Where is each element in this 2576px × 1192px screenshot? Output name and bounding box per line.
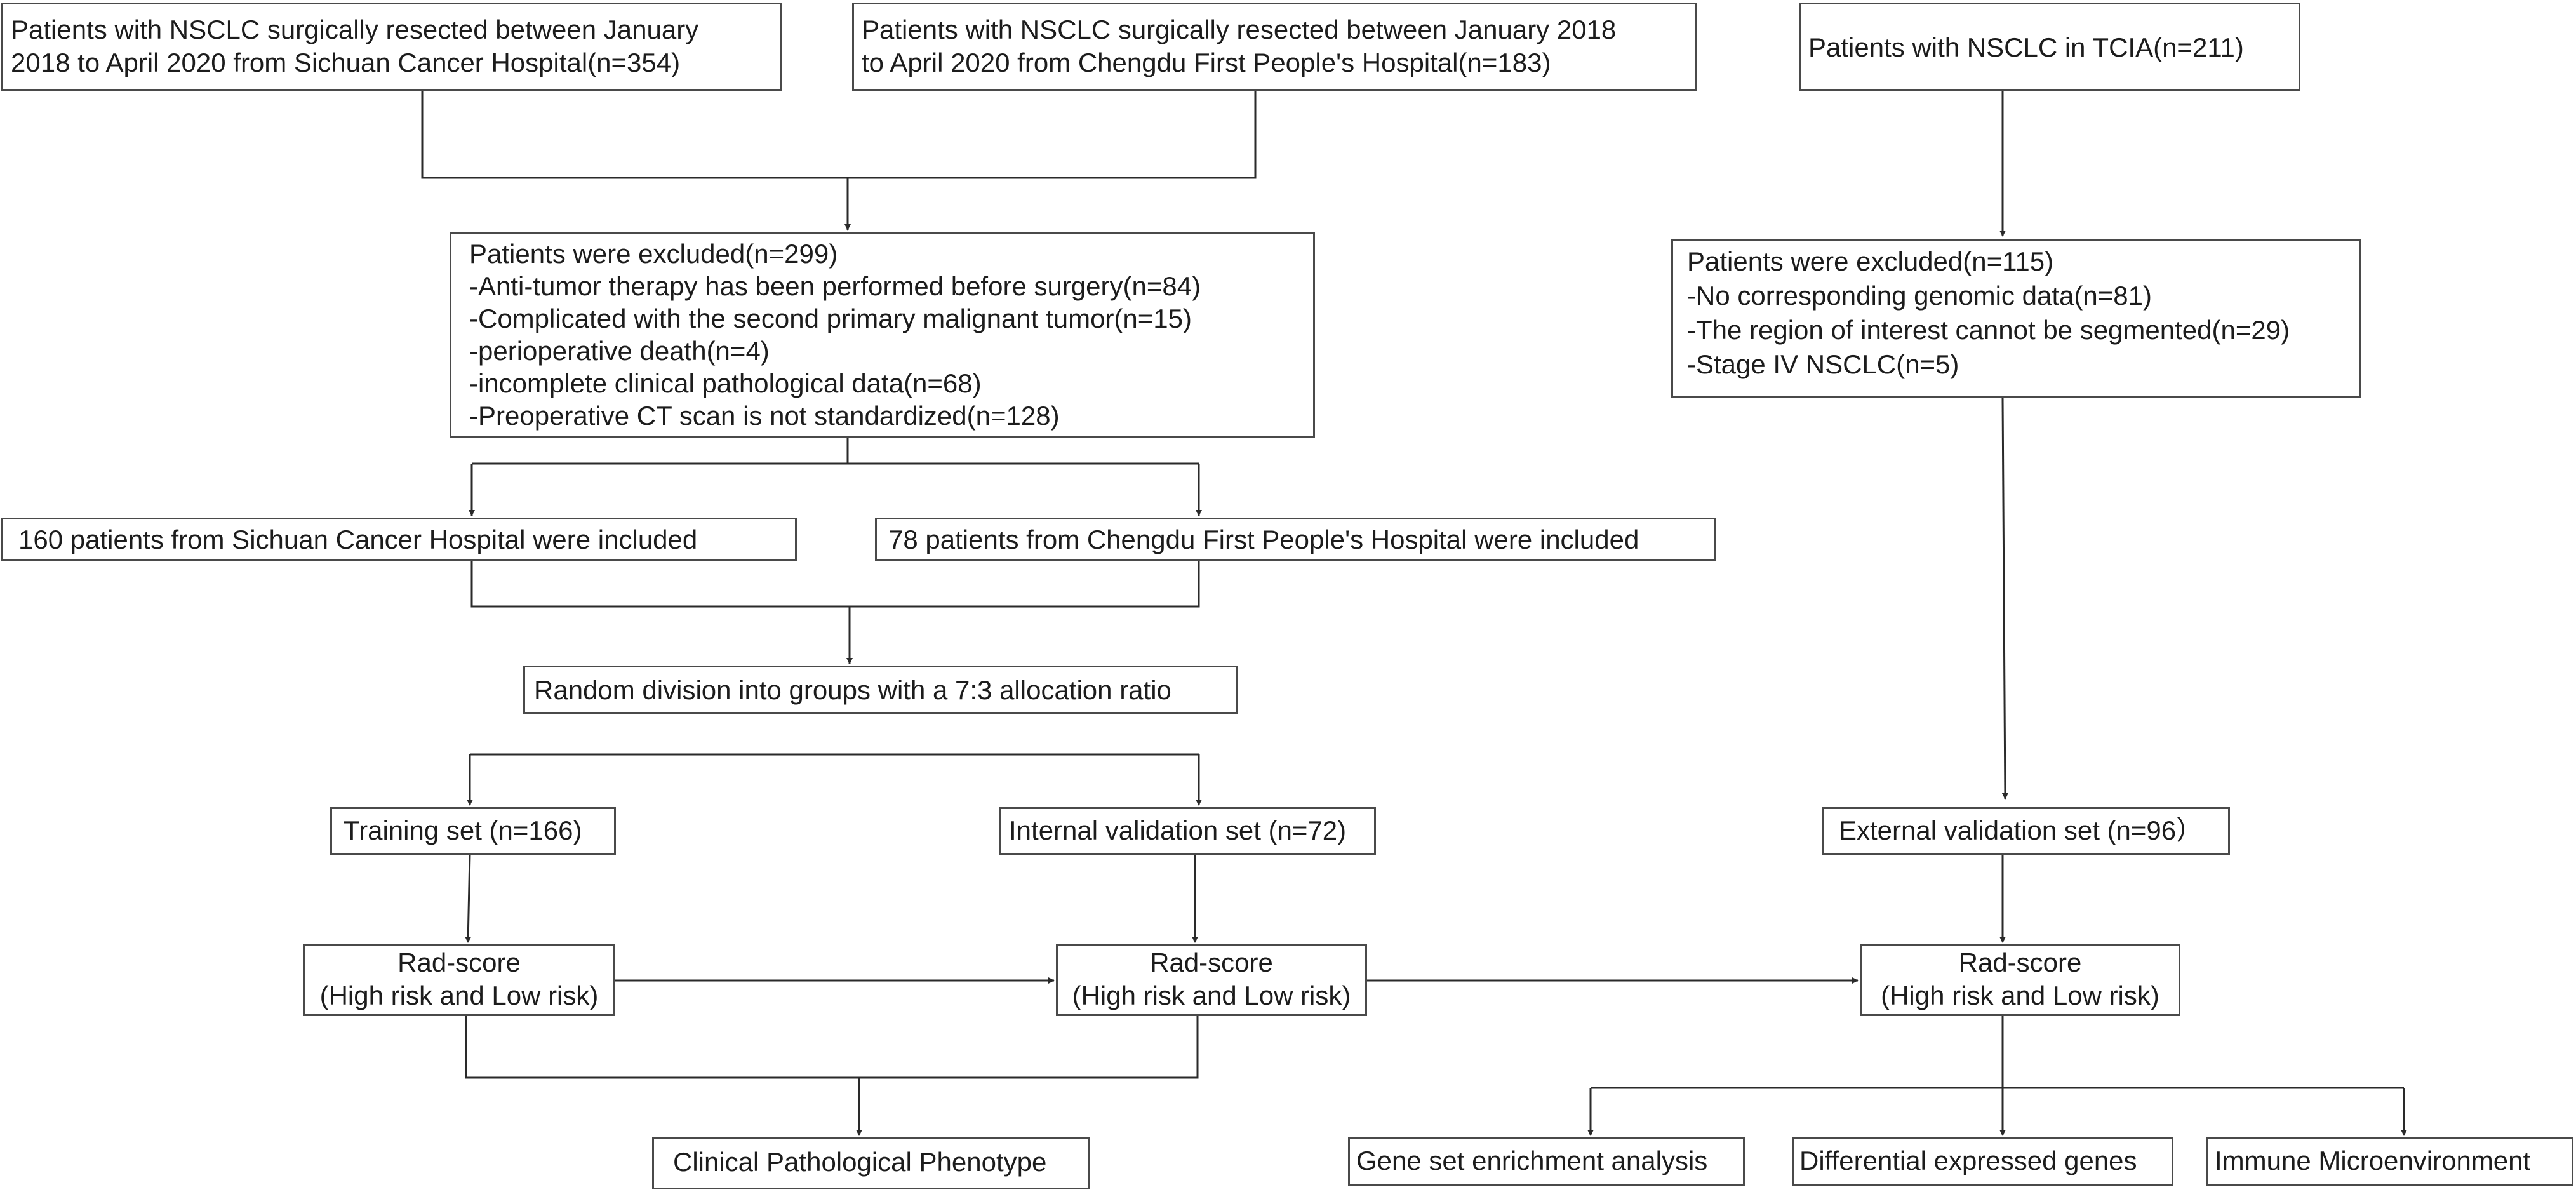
included-chengdu-label: 78 patients from Chengdu First People's … [888,525,1639,554]
exclusion-hospital-item: -Anti-tumor therapy has been performed b… [469,271,1201,301]
gsea-box: Gene set enrichment analysis [1348,1137,1745,1186]
random-division-box: Random division into groups with a 7:3 a… [523,666,1238,714]
connector-sichuan-merge [421,91,1257,179]
exclusion-hospital-item: -Complicated with the second primary mal… [469,304,1192,333]
random-division-label: Random division into groups with a 7:3 a… [534,675,1171,705]
source-chengdu-box: Patients with NSCLC surgically resected … [852,3,1697,91]
connector-included-merge [470,561,1200,608]
connector-training-to-radscore [465,854,472,943]
connector-exclusion-to-external [2001,397,2008,800]
exclusion-tcia-item: -Stage IV NSCLC(n=5) [1687,349,1959,379]
internal-validation-set-box: Internal validation set (n=72) [999,807,1376,855]
internal-validation-set-label: Internal validation set (n=72) [1009,815,1347,845]
included-sichuan-box: 160 patients from Sichuan Cancer Hospita… [1,518,797,561]
clinical-phenotype-box: Clinical Pathological Phenotype [652,1137,1090,1189]
exclusion-hospital-item: -perioperative death(n=4) [469,336,770,366]
gsea-label: Gene set enrichment analysis [1356,1146,1708,1175]
external-validation-set-label: External validation set (n=96） [1839,815,2203,845]
clinical-phenotype-label: Clinical Pathological Phenotype [673,1147,1047,1177]
radscore-subtitle: (High risk and Low risk) [319,981,599,1010]
connector-radscore-merge [465,1016,1199,1079]
exclusion-tcia-item: -No corresponding genomic data(n=81) [1687,281,2152,311]
exclusion-hospital-item: -incomplete clinical pathological data(n… [469,368,982,398]
source-chengdu-line1: Patients with NSCLC surgically resected … [862,15,1617,44]
source-sichuan-line1: Patients with NSCLC surgically resected … [11,15,699,44]
radscore-title: Rad-score [1150,948,1273,977]
training-set-box: Training set (n=166) [330,807,616,855]
deg-label: Differential expressed genes [1799,1146,2137,1175]
deg-box: Differential expressed genes [1792,1137,2173,1186]
radscore-title: Rad-score [397,948,521,977]
radscore-title: Rad-score [1958,948,2082,977]
exclusion-tcia-box: Patients were excluded(n=115) -No corres… [1671,239,2361,398]
training-set-label: Training set (n=166) [344,815,582,845]
radscore-subtitle: (High risk and Low risk) [1072,981,1351,1010]
source-sichuan-line2: 2018 to April 2020 from Sichuan Cancer H… [11,48,681,77]
radscore-subtitle: (High risk and Low risk) [1881,981,2159,1010]
exclusion-tcia-title: Patients were excluded(n=115) [1687,246,2054,276]
exclusion-hospital-title: Patients were excluded(n=299) [469,239,838,269]
exclusion-hospital-item: -Preoperative CT scan is not standardize… [469,401,1060,431]
radscore-external-box: Rad-score (High risk and Low risk) [1860,944,2180,1016]
source-tcia-line1: Patients with NSCLC in TCIA(n=211) [1808,32,2244,62]
radscore-internal-box: Rad-score (High risk and Low risk) [1056,944,1367,1016]
source-sichuan-box: Patients with NSCLC surgically resected … [1,3,782,91]
source-tcia-box: Patients with NSCLC in TCIA(n=211) [1799,3,2300,91]
radscore-training-box: Rad-score (High risk and Low risk) [303,944,615,1016]
immune-microenvironment-box: Immune Microenvironment [2206,1137,2573,1186]
included-sichuan-label: 160 patients from Sichuan Cancer Hospita… [18,525,698,554]
exclusion-tcia-item: -The region of interest cannot be segmen… [1687,315,2290,345]
immune-microenvironment-label: Immune Microenvironment [2215,1146,2531,1175]
included-chengdu-box: 78 patients from Chengdu First People's … [875,518,1716,561]
exclusion-hospital-box: Patients were excluded(n=299) -Anti-tumo… [450,232,1315,438]
source-chengdu-line2: to April 2020 from Chengdu First People'… [862,48,1551,77]
external-validation-set-box: External validation set (n=96） [1822,807,2230,855]
